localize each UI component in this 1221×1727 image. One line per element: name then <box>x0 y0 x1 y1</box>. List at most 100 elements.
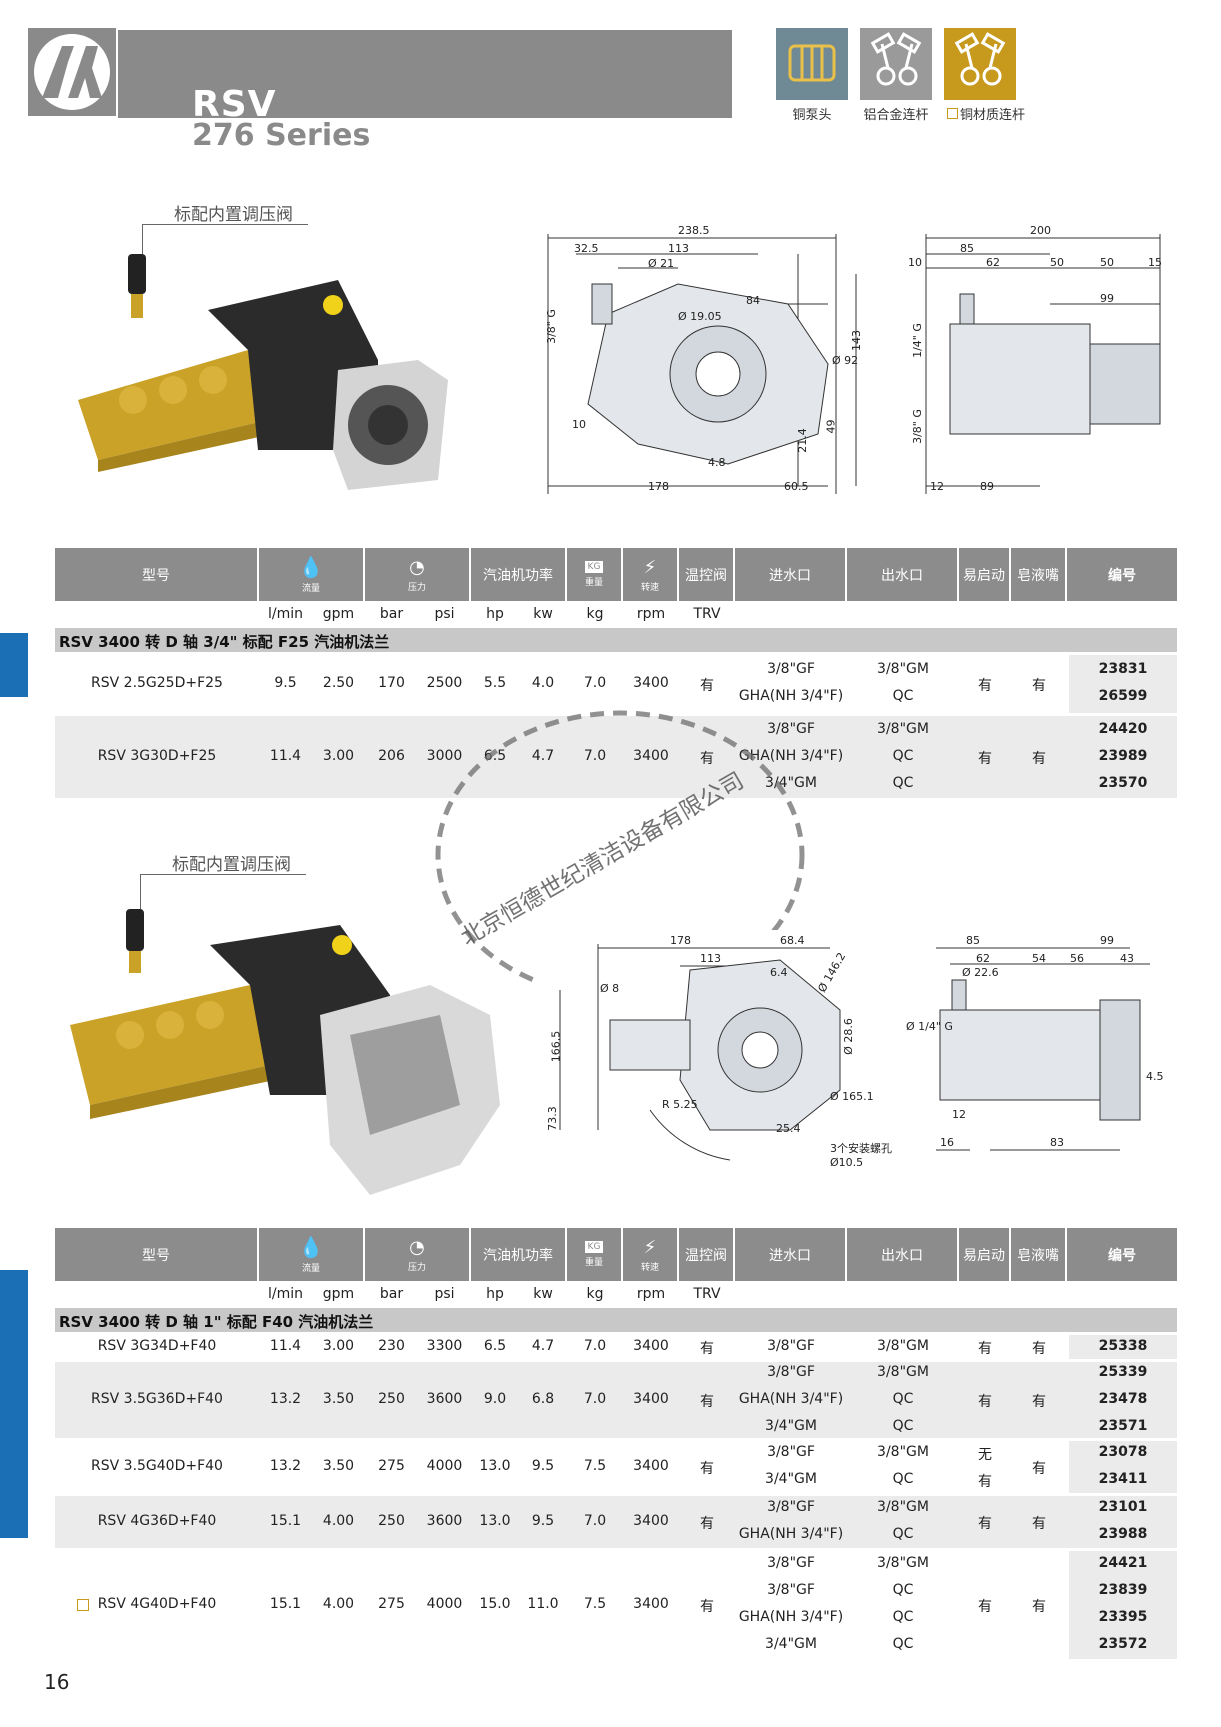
dimension-drawing-bottom-side: 85 99 62 54 56 43 Ø 22.6 Ø 1/4" G 4.5 12… <box>900 930 1170 1170</box>
outlet-cell: QC <box>892 1582 914 1598</box>
flow-lmin-cell: 15.1 <box>269 1596 302 1612</box>
dim-label: R 5.25 <box>662 1098 698 1111</box>
aluminum-rod-icon <box>860 28 932 100</box>
code-cell: 25338 <box>1098 1337 1148 1354</box>
table2-group-title: RSV 3400 转 D 轴 1" 标配 F40 汽油机法兰 <box>55 1308 1177 1332</box>
gauge-icon: ◔ <box>409 1236 425 1258</box>
outlet-cell: QC <box>892 774 914 791</box>
pressure-label: 压力 <box>407 1262 426 1273</box>
col-inlet: 进水口 <box>735 1228 847 1281</box>
pressure-bar-cell: 250 <box>378 1513 405 1529</box>
code-column-bg <box>1069 1496 1177 1548</box>
inlet-cell: 3/8"GF <box>767 1444 815 1460</box>
rpm-cell: 3400 <box>633 675 669 691</box>
flow-lmin-cell: 11.4 <box>269 1338 302 1354</box>
feature-label-aluminum-rod: 铝合金连杆 <box>863 108 929 123</box>
unit-psi: psi <box>434 1286 455 1302</box>
power-hp-cell: 6.5 <box>483 748 507 764</box>
dim-label: 15 <box>1148 256 1162 269</box>
dim-label: 4.5 <box>1146 1070 1164 1083</box>
outlet-cell: QC <box>892 688 914 704</box>
model-cell: RSV 3G30D+F25 <box>97 748 217 764</box>
power-hp-cell: 13.0 <box>479 1513 511 1529</box>
rpm-cell: 3400 <box>633 1338 669 1354</box>
col-outlet: 出水口 <box>847 1228 959 1281</box>
annotation-line <box>140 874 306 875</box>
dim-label: 62 <box>986 256 1000 269</box>
outlet-cell: 3/8"GM <box>877 720 929 737</box>
inlet-cell: 3/8"GF <box>767 1499 815 1515</box>
col-inlet: 进水口 <box>735 548 847 601</box>
col-code: 编号 <box>1108 567 1136 584</box>
code-cell: 23395 <box>1098 1609 1148 1625</box>
flow-lmin-cell: 13.2 <box>269 1391 302 1407</box>
col-engine-power: 汽油机功率 <box>471 548 567 601</box>
dim-label: 4.8 <box>708 456 726 469</box>
unit-rpm: rpm <box>636 1286 666 1302</box>
dim-label: 178 <box>670 934 691 947</box>
unit-gpm: gpm <box>322 1286 355 1302</box>
dim-label: Ø 21 <box>648 257 675 270</box>
dim-label: 60.5 <box>784 480 809 493</box>
power-kw-cell: 9.5 <box>531 1513 555 1529</box>
col-trv: 温控阀 <box>679 548 735 601</box>
inlet-cell: GHA(NH 3/4"F) <box>738 688 844 704</box>
code-cell: 23572 <box>1098 1636 1148 1652</box>
dim-label: 166.5 <box>549 1030 563 1063</box>
pressure-psi-cell: 3600 <box>426 1513 463 1529</box>
flow-gpm-cell: 2.50 <box>322 675 355 691</box>
pressure-bar-cell: 275 <box>378 1596 405 1612</box>
brand-logo <box>28 28 116 116</box>
model-cell: RSV 3.5G36D+F40 <box>91 1391 223 1407</box>
model-cell: RSV 2.5G25D+F25 <box>91 675 223 691</box>
power-hp-cell: 13.0 <box>479 1458 511 1474</box>
col-soap: 皂液嘴 <box>1011 1228 1067 1281</box>
code-column-bg <box>1069 1441 1177 1493</box>
code-cell: 23988 <box>1098 1526 1148 1542</box>
dim-label: 3个安装螺孔 Ø10.5 <box>830 1142 892 1169</box>
pressure-psi-cell: 3000 <box>426 748 463 764</box>
easy-start-cell: 无 <box>978 1447 992 1463</box>
drop-icon: 💧 <box>298 555 324 579</box>
col-engine-power: 汽油机功率 <box>471 1228 567 1281</box>
unit-kg: kg <box>586 606 604 622</box>
valve-annotation-top: 标配内置调压阀 <box>174 205 293 225</box>
col-easy-start: 易启动 <box>959 1228 1011 1281</box>
copper-marker-icon <box>946 108 958 119</box>
drop-icon: 💧 <box>298 1235 324 1259</box>
dim-label: Ø 22.6 <box>962 966 999 979</box>
unit-psi: psi <box>434 606 455 622</box>
col-trv: 温控阀 <box>679 1228 735 1281</box>
series-name: 276 Series <box>192 118 371 153</box>
code-cell: 23570 <box>1098 774 1148 791</box>
flow-gpm-cell: 3.00 <box>322 1338 355 1354</box>
power-kw-cell: 9.5 <box>531 1458 555 1474</box>
rpm-cell: 3400 <box>633 1391 669 1407</box>
dim-label: 12 <box>952 1108 966 1121</box>
outlet-cell: 3/8"GM <box>877 1337 929 1354</box>
dim-label: 113 <box>668 242 689 255</box>
dim-label: 113 <box>700 952 721 965</box>
dimension-drawing-top-side: 200 85 62 50 50 15 10 99 1/4" G 3/8" G 1… <box>900 224 1180 496</box>
speed-icon: ⚡ <box>643 556 657 578</box>
flow-lmin-cell: 9.5 <box>274 675 297 691</box>
code-column-bg <box>1069 655 1177 713</box>
unit-gpm: gpm <box>322 606 355 622</box>
pressure-bar-cell: 206 <box>378 748 405 764</box>
dim-label: Ø 92 <box>832 354 859 367</box>
code-cell: 23571 <box>1098 1417 1148 1434</box>
pressure-bar-cell: 250 <box>378 1391 405 1407</box>
weight-cell: 7.0 <box>583 748 607 764</box>
weight-cell: 7.0 <box>583 1391 607 1407</box>
code-cell: 24420 <box>1098 720 1148 737</box>
pressure-psi-cell: 4000 <box>426 1458 463 1474</box>
col-flow: 💧流量 <box>259 1228 365 1281</box>
code-cell: 23839 <box>1098 1582 1148 1598</box>
code-cell: 23989 <box>1098 747 1148 764</box>
copper-pump-head-icon <box>776 28 848 100</box>
code-column-bg <box>1069 1362 1177 1438</box>
outlet-cell: 3/8"GM <box>877 1363 929 1380</box>
